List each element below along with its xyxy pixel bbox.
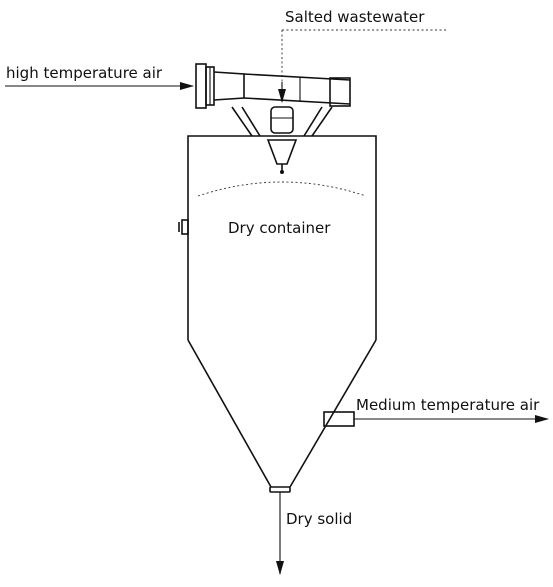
salted-wastewater-label: Salted wastewater [285, 8, 425, 26]
dry-container-label: Dry container [228, 219, 331, 237]
medium-air-outlet-pipe [323, 411, 355, 427]
hot-air-inlet-duct [195, 63, 351, 109]
dry-container-vessel [187, 135, 377, 488]
medium-temperature-air-label: Medium temperature air [356, 396, 540, 414]
sight-port-icon [178, 219, 189, 235]
discharge-flange [269, 486, 291, 493]
air-distributor [231, 106, 333, 137]
atomizer [266, 106, 298, 174]
dry-solid-label: Dry solid [286, 510, 352, 528]
high-temperature-air-label: high temperature air [6, 64, 163, 82]
